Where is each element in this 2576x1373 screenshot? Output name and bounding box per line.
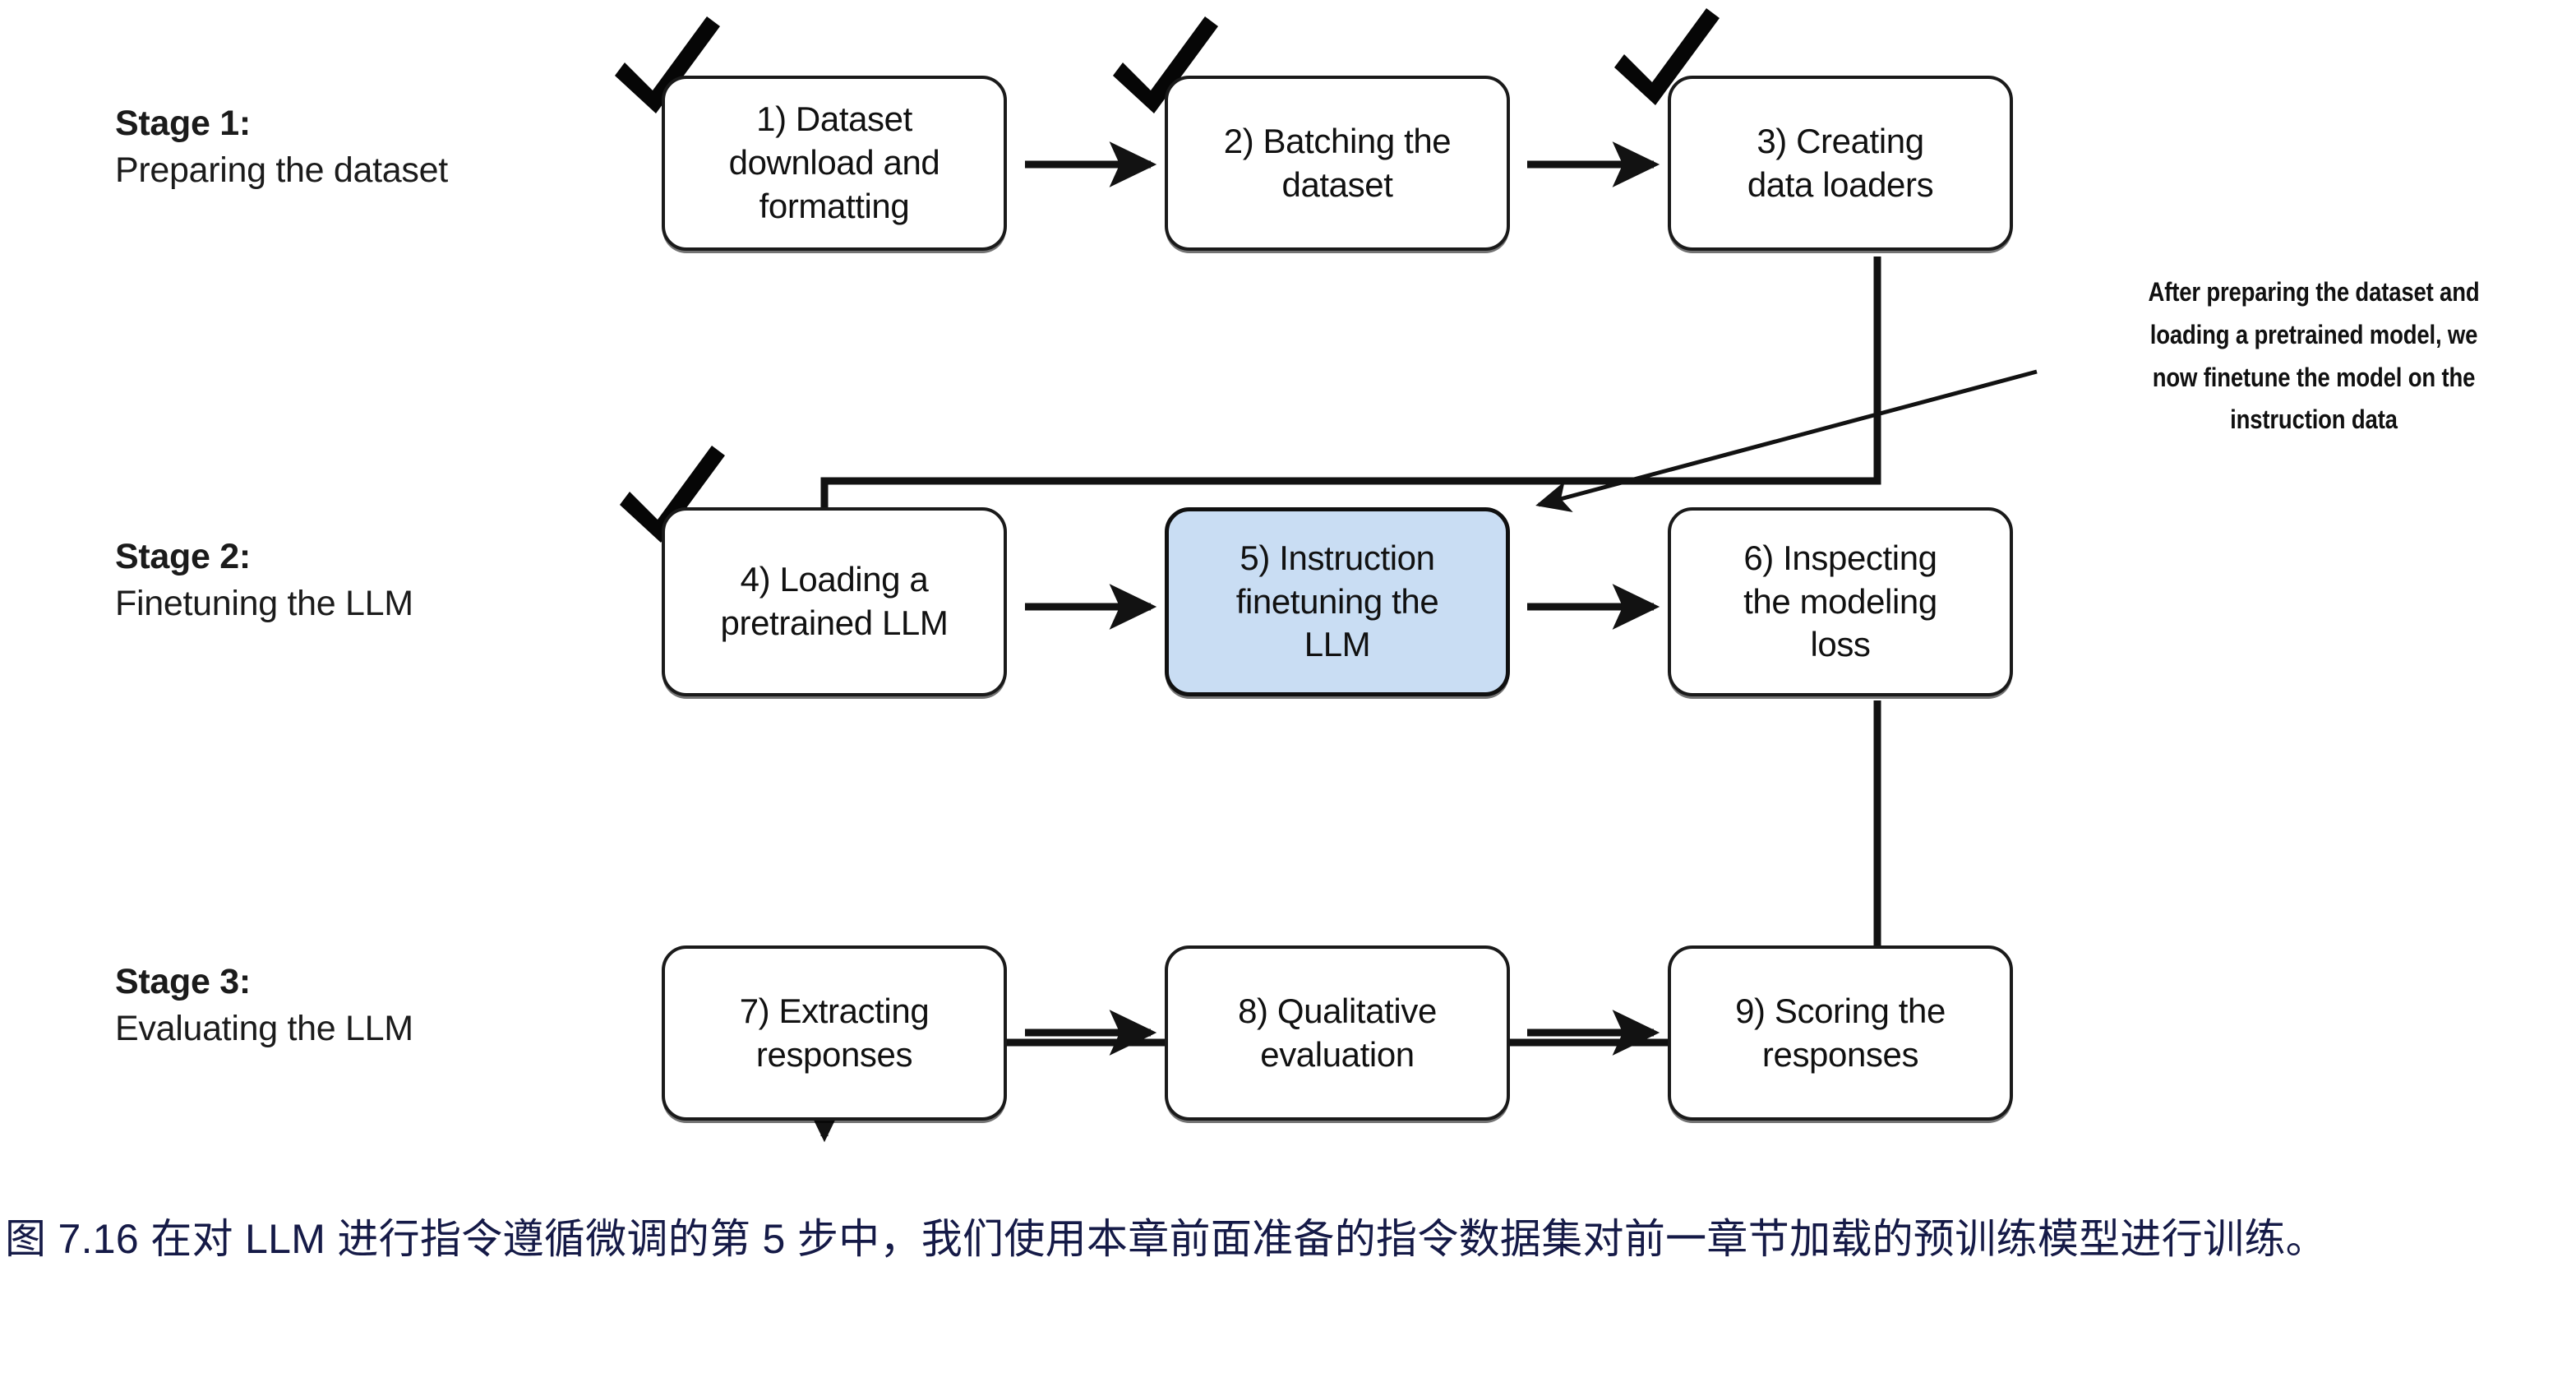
node-scoring-the-responses[interactable]: 9) Scoring the responses [1668, 945, 2013, 1121]
node-label: 3) Creating data loaders [1747, 121, 1934, 204]
node-batching-the-dataset[interactable]: 2) Batching the dataset [1165, 76, 1510, 251]
node-label: 8) Qualitative evaluation [1238, 991, 1437, 1074]
stage-3-subtitle: Evaluating the LLM [115, 1009, 413, 1049]
stage-label-1: Stage 1: Preparing the dataset [115, 102, 448, 192]
annotation-line-2: loading a pretrained model, we [2149, 319, 2478, 349]
node-label: 2) Batching the dataset [1223, 121, 1452, 204]
node-extracting-responses[interactable]: 7) Extracting responses [662, 945, 1007, 1121]
node-inspecting-the-modeling-loss[interactable]: 6) Inspecting the modeling loss [1668, 507, 2013, 696]
node-label: 7) Extracting responses [739, 991, 930, 1074]
node-label: 9) Scoring the responses [1735, 991, 1946, 1074]
annotation-line-3: now finetune the model on the [2152, 362, 2476, 392]
annotation-callout: After preparing the dataset and loading … [2091, 271, 2537, 441]
node-label: 4) Loading a pretrained LLM [720, 560, 949, 642]
annotation-leader-arrow [1535, 369, 2038, 513]
stage-1-subtitle: Preparing the dataset [115, 150, 448, 191]
node-dataset-download-and-formatting[interactable]: 1) Dataset download and formatting [662, 76, 1007, 251]
node-loading-a-pretrained-llm[interactable]: 4) Loading a pretrained LLM [662, 507, 1007, 696]
node-instruction-finetuning-the-llm[interactable]: 5) Instruction finetuning the LLM [1165, 507, 1510, 696]
annotation-line-1: After preparing the dataset and [2148, 277, 2480, 307]
figure-caption: 图 7.16 在对 LLM 进行指令遵循微调的第 5 步中，我们使用本章前面准备… [5, 1216, 2327, 1262]
stage-label-3: Stage 3: Evaluating the LLM [115, 960, 413, 1051]
node-label: 6) Inspecting the modeling loss [1743, 538, 1937, 664]
stage-2-title: Stage 2: [115, 537, 251, 576]
stage-label-2: Stage 2: Finetuning the LLM [115, 535, 413, 626]
node-qualitative-evaluation[interactable]: 8) Qualitative evaluation [1165, 945, 1510, 1121]
node-creating-data-loaders[interactable]: 3) Creating data loaders [1668, 76, 2013, 251]
node-label: 5) Instruction finetuning the LLM [1235, 538, 1439, 664]
stage-2-subtitle: Finetuning the LLM [115, 584, 413, 624]
stage-1-title: Stage 1: [115, 104, 251, 143]
stage-3-title: Stage 3: [115, 962, 251, 1001]
node-label: 1) Dataset download and formatting [728, 99, 940, 225]
annotation-line-4: instruction data [2230, 405, 2398, 435]
